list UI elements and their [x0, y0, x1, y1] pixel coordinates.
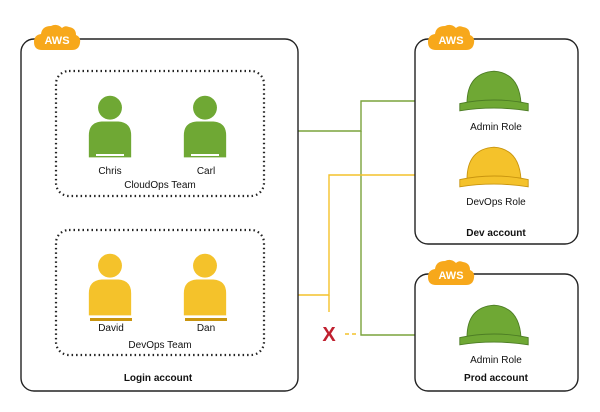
- login-account: AWS Login account Chris Carl CloudOps Te…: [20, 24, 299, 392]
- prod-admin-role-label: Admin Role: [470, 355, 522, 366]
- aws-cloud-icon: AWS: [428, 24, 475, 50]
- devops-team-group: [54, 228, 266, 357]
- user-name-dan: Dan: [197, 323, 215, 334]
- svg-text:AWS: AWS: [438, 270, 463, 282]
- user-name-chris: Chris: [98, 166, 121, 177]
- svg-text:AWS: AWS: [44, 35, 69, 47]
- aws-cloud-icon: AWS: [34, 24, 81, 50]
- deny-x-icon: X: [322, 324, 336, 346]
- svg-text:AWS: AWS: [438, 35, 463, 47]
- cloudops-team-group: [54, 69, 266, 198]
- prod-account-title: Prod account: [464, 373, 529, 384]
- cloudops-to-dev-admin: [268, 100, 452, 132]
- aws-cloud-icon: AWS: [428, 259, 475, 285]
- dev-account-title: Dev account: [466, 228, 526, 239]
- prod-account: AWS Admin Role Prod account: [414, 259, 579, 392]
- user-name-david: David: [98, 323, 124, 334]
- dev-devops-role-label: DevOps Role: [466, 197, 526, 208]
- dev-admin-role-label: Admin Role: [470, 122, 522, 133]
- user-name-carl: Carl: [197, 166, 215, 177]
- dev-account: AWS Admin Role DevOps Role Dev account: [414, 24, 579, 245]
- login-account-title: Login account: [124, 373, 193, 384]
- cloudops-team-label: CloudOps Team: [124, 180, 196, 191]
- devops-team-label: DevOps Team: [128, 340, 191, 351]
